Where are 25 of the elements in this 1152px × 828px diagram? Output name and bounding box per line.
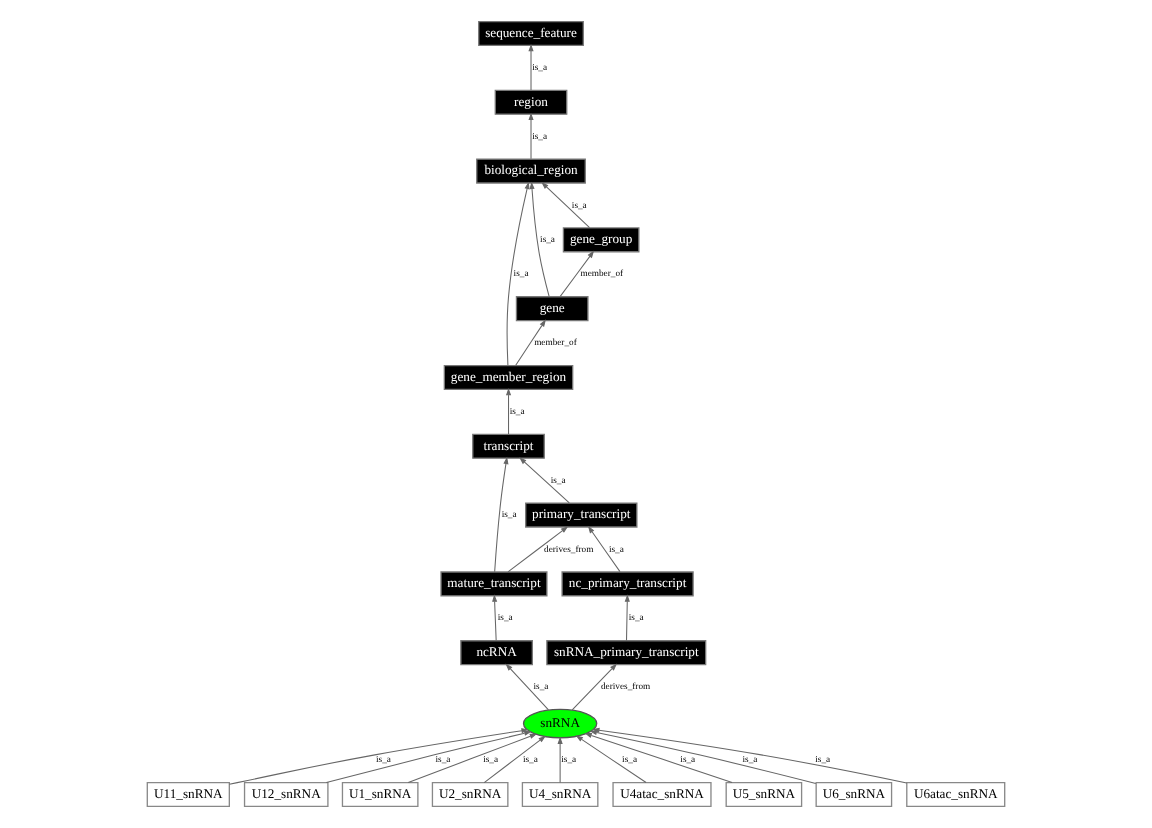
arrow [505,387,512,435]
arrow [571,663,618,711]
arrow [529,181,550,297]
arrow [584,732,733,784]
arrow [506,181,530,366]
arrow [483,735,546,784]
arrow [541,182,591,229]
arrow [507,526,569,573]
arrow [575,735,647,784]
arrow [528,43,534,91]
arrow [557,736,563,784]
arrow [589,729,817,784]
arrow [228,728,529,785]
arrow [505,663,549,711]
arrow [494,456,509,573]
arrow [325,730,532,784]
arrow [587,525,621,573]
arrow [528,112,534,160]
arrow [515,319,546,366]
arrow [559,250,595,297]
arrow [492,594,498,641]
arrow [519,457,570,504]
arrow [624,594,630,641]
arrow [592,727,908,784]
arrow [407,733,538,784]
